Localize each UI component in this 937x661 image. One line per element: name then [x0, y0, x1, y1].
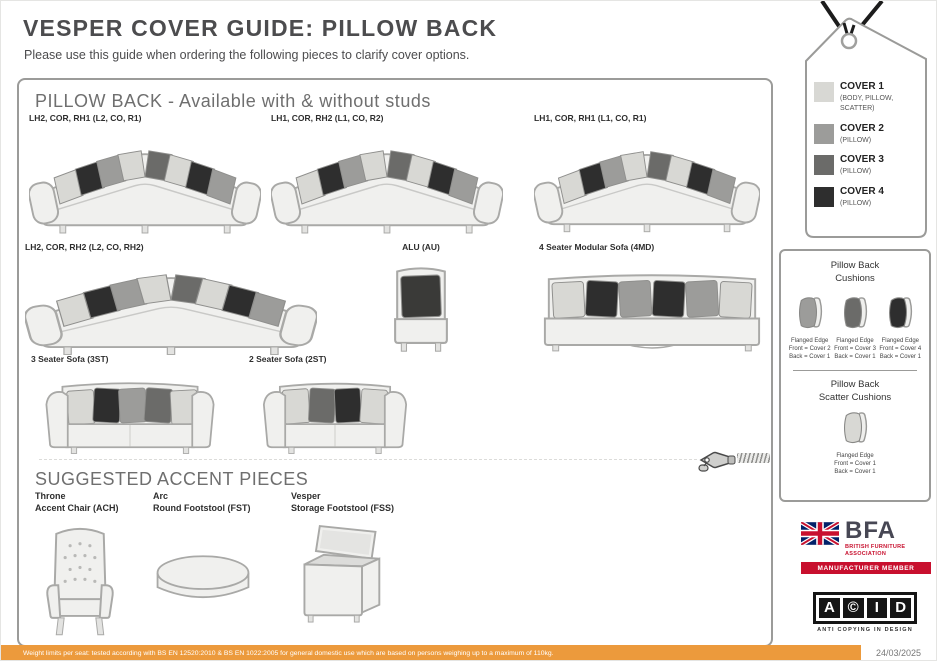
page-subtitle: Please use this guide when ordering the … [24, 48, 470, 62]
product-label: 2 Seater Sofa (2ST) [249, 354, 327, 364]
scatter-cushions-title: Pillow Back Scatter Cushions [818, 378, 892, 403]
cover-legend-hang-tag: COVER 1 (BODY, PILLOW, SCATTER) COVER 2 … [794, 1, 936, 241]
footer-date: 24/03/2025 [876, 648, 922, 658]
cover-3-swatch [814, 155, 834, 176]
three-seater-illustration [31, 369, 229, 454]
zipper-teeth [737, 453, 770, 463]
accent-name: Vesper [291, 491, 321, 501]
union-jack-flag-icon [801, 520, 839, 547]
cover-4-swatch [814, 187, 834, 208]
bfa-logo: BFA BRITISH FURNITURE ASSOCIATION MANUFA… [801, 517, 931, 575]
cushion-cover-4-illustration [887, 294, 913, 330]
accent-name: Throne [35, 491, 66, 501]
round-footstool-illustration [153, 548, 253, 610]
cover-applies: (PILLOW) [840, 168, 872, 176]
pillow-back-heading: PILLOW BACK - Available with & without s… [35, 91, 431, 111]
pillow-back-cushions-panel: Pillow Back Cushions Flanged Edge Front … [779, 249, 931, 502]
hang-tag-illustration [805, 1, 927, 238]
cover-2-swatch [814, 123, 834, 144]
product-label: 4 Seater Modular Sofa (4MD) [539, 242, 655, 252]
cushion-item: Flanged Edge Front = Cover 2 Back = Cove… [787, 294, 832, 361]
cover-applies: (BODY, PILLOW, SCATTER) [840, 95, 894, 112]
tag-hole [840, 32, 858, 50]
corner-sofa-illustration [29, 128, 261, 239]
accent-name: Arc [153, 491, 169, 501]
product-card-4md: 4 Seater Modular Sofa (4MD) [539, 242, 765, 356]
accent-type: Round Footstool (FST) [153, 502, 251, 513]
footer-note-bar: Weight limits per seat: tested according… [1, 645, 861, 660]
two-seater-illustration [249, 369, 421, 454]
bfa-abbr: BFA [845, 517, 896, 544]
acid-tagline: ANTI COPYING IN DESIGN [817, 627, 913, 633]
product-label: LH1, COR, RH2 (L1, CO, R2) [271, 113, 384, 123]
product-card-alu: ALU (AU) [379, 242, 463, 356]
cushion-caption: Flanged Edge Front = Cover 1 Back = Cove… [834, 452, 876, 475]
modular-sofa-illustration [539, 257, 765, 356]
product-card-3st: 3 Seater Sofa (3ST) [31, 354, 229, 454]
cushion-row: Flanged Edge Front = Cover 2 Back = Cove… [785, 294, 925, 361]
product-label: ALU (AU) [402, 242, 440, 252]
bfa-line1: BRITISH FURNITURE [845, 543, 906, 550]
product-card-2st: 2 Seater Sofa (2ST) [249, 354, 421, 454]
product-label: LH2, COR, RH2 (L2, CO, RH2) [25, 242, 144, 252]
cushion-cover-2-illustration [797, 294, 823, 330]
product-card-corner-2: LH1, COR, RH2 (L1, CO, R2) [271, 113, 503, 239]
cushion-caption: Flanged Edge Front = Cover 2 Back = Cove… [788, 337, 831, 360]
acid-letter: A [819, 598, 840, 618]
cover-label: COVER 2 [840, 122, 884, 134]
cover-label: COVER 3 [840, 154, 884, 166]
cover-legend: COVER 1 (BODY, PILLOW, SCATTER) COVER 2 … [814, 81, 922, 218]
product-label: LH1, COR, RH1 (L1, CO, R1) [534, 113, 647, 123]
acid-letter-boxes: A © I D [813, 592, 917, 624]
product-label: 3 Seater Sofa (3ST) [31, 354, 109, 364]
corner-sofa-illustration [25, 257, 317, 356]
acid-logo: A © I D ANTI COPYING IN DESIGN [813, 592, 917, 633]
cushions-title: Pillow Back Cushions [830, 260, 880, 284]
corner-sofa-illustration [271, 128, 503, 239]
accent-label: Vesper Storage Footstool (FSS) [291, 491, 401, 514]
cushion-caption: Flanged Edge Front = Cover 4 Back = Cove… [879, 337, 922, 360]
scatter-cushion-illustration [842, 409, 868, 445]
zipper-pull-icon [698, 451, 736, 472]
accent-pieces-heading: SUGGESTED ACCENT PIECES [35, 469, 309, 489]
acid-letter: D [890, 598, 911, 618]
cover-applies: (PILLOW) [840, 136, 872, 144]
footer-note: Weight limits per seat: tested according… [23, 650, 554, 657]
accent-label: Arc Round Footstool (FST) [153, 491, 263, 514]
accent-card-vesper-storage: Vesper Storage Footstool (FSS) [291, 491, 401, 641]
cover-1-swatch [814, 82, 834, 102]
accent-card-arc: Arc Round Footstool (FST) [153, 491, 263, 631]
accent-type: Storage Footstool (FSS) [291, 502, 394, 513]
product-card-corner-4: LH2, COR, RH2 (L2, CO, RH2) [25, 242, 317, 356]
page-title: VESPER COVER GUIDE: PILLOW BACK [23, 15, 498, 41]
cover-legend-item: COVER 4 (PILLOW) [814, 186, 922, 209]
accent-type: Accent Chair (ACH) [35, 502, 119, 513]
cushion-caption: Flanged Edge Front = Cover 3 Back = Cove… [834, 337, 876, 360]
cover-label: COVER 1 [840, 81, 884, 92]
accent-card-throne: Throne Accent Chair (ACH) [35, 491, 125, 643]
cover-legend-item: COVER 3 (PILLOW) [814, 154, 922, 177]
throne-chair-illustration [35, 522, 125, 643]
cushion-cover-3-illustration [842, 294, 868, 330]
cover-applies: (PILLOW) [840, 200, 872, 208]
bfa-member-banner: MANUFACTURER MEMBER [801, 562, 931, 575]
cushion-item: Flanged Edge Front = Cover 3 Back = Cove… [832, 294, 877, 361]
bfa-line2: ASSOCIATION [845, 550, 887, 557]
armless-unit-illustration [379, 257, 463, 356]
cover-legend-item: COVER 1 (BODY, PILLOW, SCATTER) [814, 81, 922, 114]
product-card-corner-3: LH1, COR, RH1 (L1, CO, R1) [534, 113, 760, 239]
product-label: LH2, COR, RH1 (L2, CO, R1) [29, 113, 142, 123]
accent-label: Throne Accent Chair (ACH) [35, 491, 125, 514]
corner-sofa-illustration [534, 128, 760, 239]
acid-letter: I [866, 598, 888, 618]
cover-legend-item: COVER 2 (PILLOW) [814, 123, 922, 146]
product-card-corner-1: LH2, COR, RH1 (L2, CO, R1) [29, 113, 261, 239]
cover-label: COVER 4 [840, 186, 884, 198]
cushion-item: Flanged Edge Front = Cover 4 Back = Cove… [878, 294, 923, 361]
panel-divider [793, 369, 917, 371]
zipper-seam-line [39, 459, 697, 460]
acid-letter: © [842, 598, 864, 618]
storage-footstool-illustration [291, 520, 387, 630]
scatter-cushion-item: Flanged Edge Front = Cover 1 Back = Cove… [785, 409, 925, 476]
